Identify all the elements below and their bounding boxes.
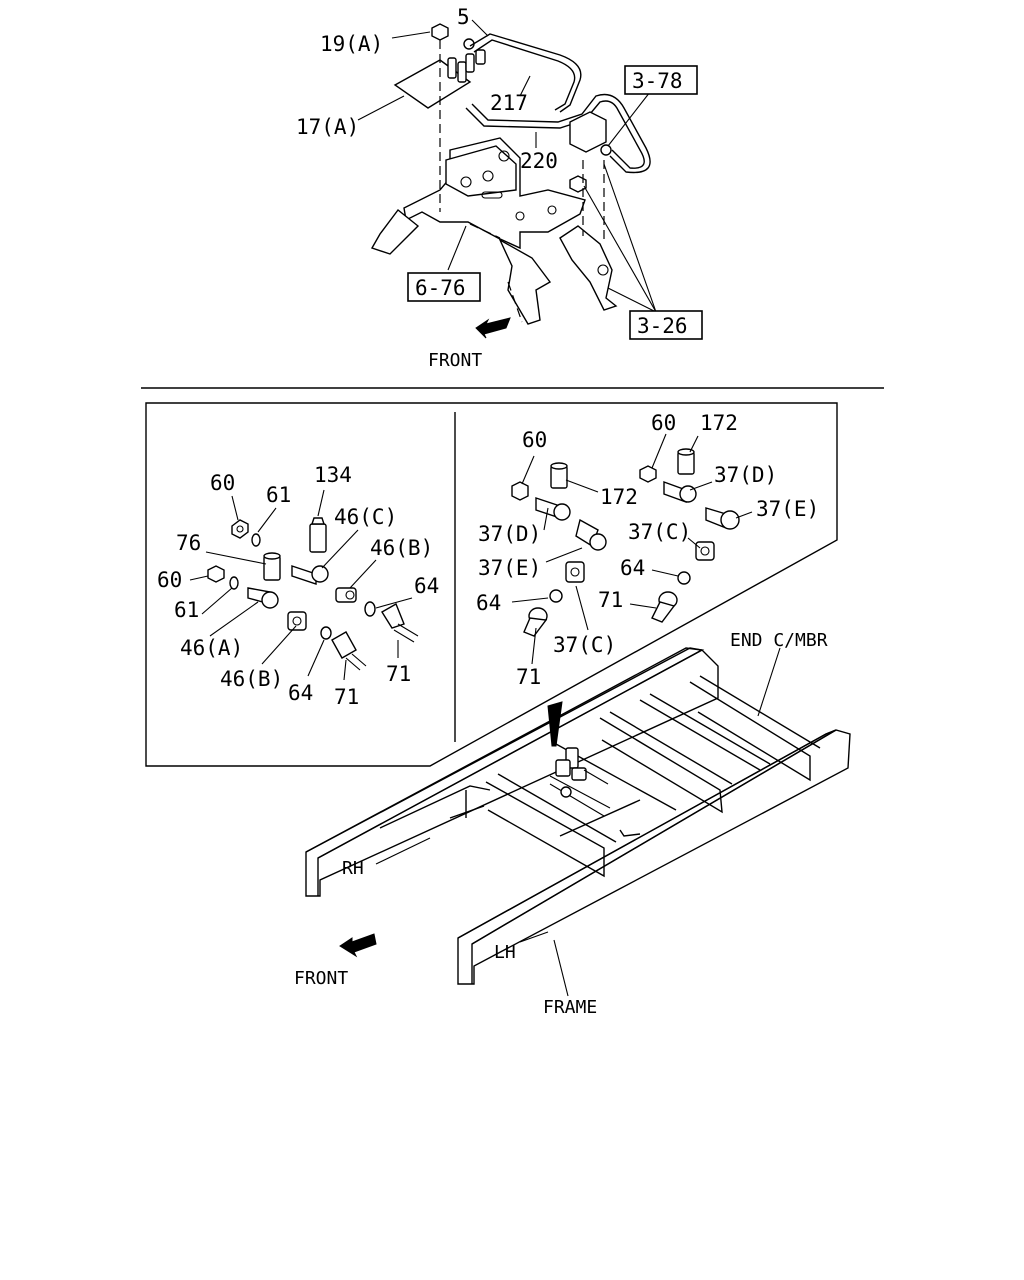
label-217: 217 bbox=[490, 91, 528, 115]
ref-box-3-26 bbox=[629, 310, 703, 340]
nut-60-left bbox=[511, 481, 529, 501]
nut-3-26 bbox=[569, 175, 587, 193]
label-64-right: 64 bbox=[414, 574, 439, 598]
label-60-b: 60 bbox=[157, 568, 182, 592]
washer-64-bottom bbox=[320, 626, 332, 640]
nut-60a bbox=[231, 519, 249, 539]
label-172-mid: 172 bbox=[600, 485, 638, 509]
label-60-a: 60 bbox=[210, 471, 235, 495]
front-arrow-top bbox=[475, 317, 511, 339]
label-37e-right: 37(E) bbox=[756, 497, 819, 521]
label-46c: 46(C) bbox=[334, 505, 397, 529]
label-5: 5 bbox=[457, 5, 470, 29]
label-37d-right: 37(D) bbox=[714, 463, 777, 487]
fitting-76 bbox=[263, 552, 281, 581]
union-37d-left bbox=[535, 497, 571, 521]
ref-3-26: 3-26 bbox=[637, 314, 688, 338]
clip-3-78 bbox=[600, 144, 612, 156]
pipe-220 bbox=[465, 100, 645, 169]
bracket-left-foot bbox=[370, 209, 420, 255]
bracket-right bbox=[559, 225, 618, 311]
hose-71-right-b bbox=[651, 591, 678, 623]
label-60-left-r: 60 bbox=[522, 428, 547, 452]
front-arrow-bottom bbox=[339, 933, 377, 958]
washer-64-left bbox=[549, 589, 563, 603]
label-172-top: 172 bbox=[700, 411, 738, 435]
label-71-right-r: 71 bbox=[598, 588, 623, 612]
union-37e-right bbox=[705, 507, 740, 530]
union-37c-right bbox=[695, 541, 715, 561]
ref-box-3-78 bbox=[624, 65, 698, 95]
hose-71-right bbox=[381, 602, 419, 643]
union-46a bbox=[247, 587, 279, 609]
fitting-172-mid bbox=[550, 462, 568, 489]
label-17a: 17(A) bbox=[296, 115, 359, 139]
front-label-top: FRONT bbox=[428, 350, 482, 371]
bracket-center-foot bbox=[498, 238, 552, 325]
frame-assembly-view bbox=[305, 647, 851, 997]
union-46b-top bbox=[335, 587, 357, 603]
label-46b-bottom: 46(B) bbox=[220, 667, 283, 691]
label-71-right: 71 bbox=[386, 662, 411, 686]
washer-61b bbox=[229, 576, 239, 590]
label-61-a: 61 bbox=[266, 483, 291, 507]
label-46a: 46(A) bbox=[180, 636, 243, 660]
label-46b-top: 46(B) bbox=[370, 536, 433, 560]
top-assembly-view bbox=[357, 19, 657, 339]
ref-6-76: 6-76 bbox=[415, 276, 466, 300]
label-37c-right: 37(C) bbox=[628, 520, 691, 544]
fitting-134 bbox=[309, 517, 327, 553]
fitting-cluster bbox=[447, 38, 486, 83]
right-detail-parts bbox=[511, 433, 753, 665]
label-19a: 19(A) bbox=[320, 32, 383, 56]
union-46c bbox=[291, 565, 329, 585]
union-37e-left bbox=[575, 518, 607, 551]
end-cross-member bbox=[689, 681, 811, 782]
ref-box-6-76 bbox=[407, 272, 481, 302]
ref-3-78: 3-78 bbox=[632, 69, 683, 93]
nut-19a bbox=[431, 23, 449, 41]
label-64-left-r: 64 bbox=[476, 591, 501, 615]
label-64-right-r: 64 bbox=[620, 556, 645, 580]
label-71-left-r: 71 bbox=[516, 665, 541, 689]
label-frame: FRAME bbox=[543, 997, 597, 1018]
washer-64-right bbox=[364, 601, 376, 617]
fitting-172-top bbox=[677, 448, 695, 475]
hose-71-left-b bbox=[523, 607, 548, 637]
label-220: 220 bbox=[520, 149, 558, 173]
label-37d-left: 37(D) bbox=[478, 522, 541, 546]
label-rh: RH bbox=[342, 858, 364, 879]
junction-block bbox=[569, 111, 607, 153]
pointer-arrow bbox=[547, 701, 563, 747]
pipe-217 bbox=[469, 33, 582, 113]
detail-inset-border bbox=[145, 402, 838, 767]
washer-61a bbox=[251, 533, 261, 547]
label-76: 76 bbox=[176, 531, 201, 555]
label-lh: LH bbox=[494, 942, 516, 963]
label-64-bottom: 64 bbox=[288, 681, 313, 705]
union-46b-bottom bbox=[287, 611, 307, 631]
label-71-left: 71 bbox=[334, 685, 359, 709]
label-end-cmbr: END C/MBR bbox=[730, 630, 828, 651]
nut-60b bbox=[207, 565, 225, 583]
washer-64-right-b bbox=[677, 571, 691, 585]
label-60-right-r: 60 bbox=[651, 411, 676, 435]
label-134: 134 bbox=[314, 463, 352, 487]
valve-assembly bbox=[549, 747, 611, 817]
hose-71-left bbox=[331, 631, 367, 671]
nut-60-right bbox=[639, 465, 657, 483]
label-37e-left: 37(E) bbox=[478, 556, 541, 580]
union-37c-left bbox=[565, 561, 585, 583]
label-61-b: 61 bbox=[174, 598, 199, 622]
label-front-bottom: FRONT bbox=[294, 968, 348, 989]
label-37c-left: 37(C) bbox=[553, 633, 616, 657]
cross-member-2 bbox=[485, 781, 605, 878]
union-37d-right bbox=[663, 481, 697, 503]
cross-member-1 bbox=[599, 717, 723, 814]
left-detail-parts bbox=[189, 489, 419, 681]
